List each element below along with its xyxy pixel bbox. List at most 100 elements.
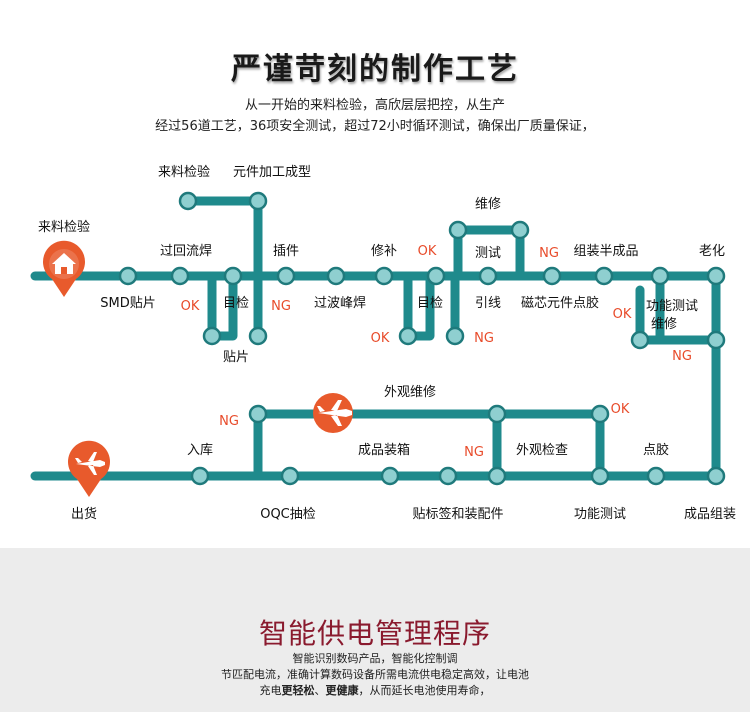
node [170,266,190,286]
label-core-glue: 磁芯元件点胶 [521,295,599,311]
power-line-3: 充电更轻松、更健康，从而延长电池使用寿命， [0,682,750,698]
node [248,326,268,346]
node [445,326,465,346]
node [706,330,726,350]
ng-label: NG [271,299,291,314]
node [326,266,346,286]
node [630,330,650,350]
node [590,466,610,486]
ok-label: OK [613,307,632,322]
visual-check-loop-1 [207,271,238,341]
function-test-loop [635,271,665,345]
label-labeling: 贴标签和装配件 [412,506,503,522]
ng-label: NG [672,349,692,364]
flow-nodes [118,191,726,486]
label-insert: 插件 [273,244,299,259]
node [706,266,726,286]
visual-check-loop-2 [403,271,435,341]
label-assemble-semi: 组装半成品 [573,244,638,259]
power-line-3-pre: 充电 [259,684,282,697]
node [426,266,446,286]
ok-label: OK [611,402,630,417]
airplane-icon [75,452,105,475]
label-shipping: 出货 [71,506,97,522]
label-appearance-repair: 外观维修 [384,385,436,400]
node [280,466,300,486]
label-component-forming: 元件加工成型 [233,165,311,180]
node [438,466,458,486]
node [706,466,726,486]
power-line-1: 智能识别数码产品，智能化控制调 [292,652,458,665]
page-title: 严谨苛刻的制作工艺 [231,52,519,87]
label-oqc: OQC抽检 [260,507,316,522]
flow-labels: 来料检验 来料检验 元件加工成型 过回流焊 SMD贴片 目检 贴片 插件 过波峰… [38,164,736,522]
node [178,191,198,211]
node [487,404,507,424]
node [223,266,243,286]
node [248,404,268,424]
power-management-title: 智能供电管理程序 [258,617,491,650]
ok-label: OK [371,331,390,346]
start-pin [43,240,86,297]
power-management-section [0,548,750,712]
node [448,220,468,240]
node [276,266,296,286]
node [380,466,400,486]
label-appearance-check: 外观检查 [516,443,568,458]
intro-line-2: 经过56道工艺，36项安全测试，超过72小时循环测试，确保出厂质量保证， [155,119,595,134]
label-function-test-1: 功能测试 [646,299,698,314]
label-smd: SMD贴片 [100,296,155,311]
airplane-icon [313,393,353,433]
node [398,326,418,346]
ng-label: NG [464,445,484,460]
ng-label: NG [219,414,239,429]
power-line-3-post: ，从而延长电池使用寿命， [358,684,491,697]
appearance-repair-loop [253,409,605,481]
end-pin [68,440,110,497]
node [248,191,268,211]
ng-label: NG [539,246,559,261]
house-icon [52,253,76,274]
node [646,466,666,486]
node [202,326,222,346]
maintenance-loop [453,225,525,281]
label-repair: 修补 [371,244,397,259]
label-function-test-2: 功能测试 [574,507,626,522]
power-line-3-bold-1: 更轻松 [281,684,315,697]
label-aging: 老化 [699,244,725,259]
node [650,266,670,286]
intro-line-1: 从一开始的来料检验，高欣层层把控，从生产 [244,98,505,113]
ok-label: OK [418,244,437,259]
label-dispensing: 点胶 [643,442,669,458]
node [118,266,138,286]
label-packing: 成品装箱 [358,442,410,458]
label-patch: 贴片 [223,350,249,365]
node [594,266,614,286]
label-maintenance-2: 维修 [651,317,677,332]
label-maintenance-1: 维修 [475,197,501,212]
power-line-3-sep: 、 [314,684,326,697]
label-incoming-inspection-top: 来料检验 [158,164,210,180]
label-reflow: 过回流焊 [160,243,212,259]
label-incoming-inspection: 来料检验 [38,219,90,235]
power-line-2: 节匹配电流，准确计算数码设备所需电流供电稳定高效，让电池 [221,668,529,681]
power-line-3-bold-2: 更健康 [325,684,359,697]
node [487,466,507,486]
node [590,404,610,424]
process-flow-diagram: 来料检验 来料检验 元件加工成型 过回流焊 SMD贴片 目检 贴片 插件 过波峰… [30,164,736,522]
node [190,466,210,486]
label-final-assembly: 成品组装 [684,507,736,522]
node [478,266,498,286]
label-storage: 入库 [187,442,213,458]
forming-branch [183,196,263,281]
node [542,266,562,286]
ng-label: NG [474,331,494,346]
label-visual-check-1: 目检 [223,296,249,311]
label-wave-solder: 过波峰焊 [314,295,366,311]
node [510,220,530,240]
label-lead-wire: 引线 [475,296,501,311]
label-test: 测试 [475,246,501,261]
label-visual-check-2: 目检 [417,296,443,311]
ok-ng-labels: OK NG OK OK NG NG OK NG NG OK NG [181,244,692,460]
ok-label: OK [181,299,200,314]
